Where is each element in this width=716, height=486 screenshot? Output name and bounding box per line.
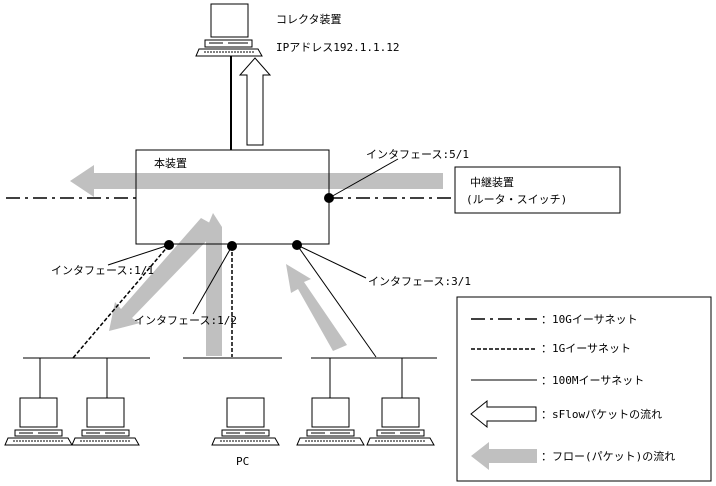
computer-icon: [296, 397, 365, 446]
computer-icon: [366, 397, 435, 446]
pc-computer-icon: [211, 397, 280, 446]
legend-sflow-arrow-icon: [470, 399, 537, 429]
collector-title: コレクタ装置: [276, 13, 342, 26]
relay-device-label-line2: (ルータ・スイッチ): [466, 193, 567, 206]
interface-3-1-label: インタフェース:3/1: [368, 275, 471, 288]
legend-sflow-label: ：sFlowパケットの流れ: [541, 407, 662, 421]
relay-device-box: [454, 166, 621, 214]
flow-arrows: [70, 165, 443, 356]
sflow-arrow-up: [238, 57, 272, 146]
collector-computer-icon: [195, 3, 263, 57]
interface-1-2-label: インタフェース:1/2: [134, 314, 237, 327]
legend-flow-label: ：フロー(パケット)の流れ: [541, 449, 675, 463]
legend-flow-arrow-icon: [471, 442, 537, 470]
flow-arrow-bent: [206, 213, 222, 356]
hundred-m-link-right: [296, 244, 377, 358]
one-g-link-left: [72, 244, 170, 359]
relay-device-label-line1: 中継装置: [470, 175, 514, 189]
pc-label: PC: [236, 455, 249, 468]
legend-ten-g-label: ：10Gイーサネット: [541, 313, 638, 326]
flow-arrow-horizontal: [70, 165, 443, 197]
flow-arrow-right-segment: [286, 264, 347, 351]
collector-ip-address: IPアドレス192.1.1.12: [276, 41, 399, 54]
interface-1-1-leader: [107, 244, 170, 266]
computer-icon: [4, 397, 73, 446]
interface-1-1-label: インタフェース:1/1: [51, 264, 154, 277]
interface-5-1-leader: [328, 158, 399, 199]
this-device-label: 本装置: [154, 156, 187, 170]
legend-one-g-label: ：1Gイーサネット: [541, 342, 631, 355]
flow-arrow-bent-diag: [109, 218, 219, 331]
interface-3-1-leader: [296, 244, 367, 279]
computer-icon: [71, 397, 140, 446]
legend-hundred-m-label: ：100Mイーサネット: [541, 374, 644, 387]
interface-5-1-label: インタフェース:5/1: [366, 148, 469, 161]
interface-1-2-leader: [192, 245, 233, 315]
